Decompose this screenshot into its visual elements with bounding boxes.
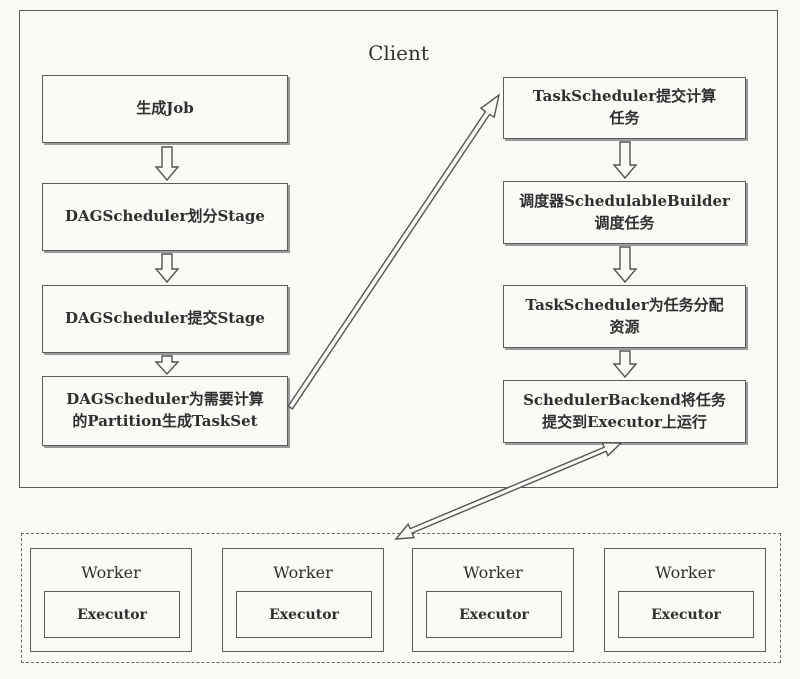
client-frame: Client <box>19 10 778 488</box>
down-arrow <box>612 350 638 379</box>
executor-box: Executor <box>426 591 562 638</box>
executor-box: Executor <box>236 591 372 638</box>
step-generate-taskset: DAGScheduler为需要计算 的Partition生成TaskSet <box>42 376 288 446</box>
step-generate-job: 生成Job <box>42 75 288 143</box>
step-allocate-resources-label: TaskScheduler为任务分配 资源 <box>525 295 724 336</box>
worker-box: Worker Executor <box>222 548 384 652</box>
step-schedule-tasks: 调度器SchedulableBuilder 调度任务 <box>503 181 746 244</box>
step-submit-stage: DAGScheduler提交Stage <box>42 285 288 353</box>
worker-label: Worker <box>273 563 333 582</box>
down-arrow <box>154 355 180 376</box>
down-arrow <box>612 246 638 284</box>
step-allocate-resources: TaskScheduler为任务分配 资源 <box>503 285 746 348</box>
executor-label: Executor <box>651 606 721 623</box>
worker-label: Worker <box>463 563 523 582</box>
step-submit-tasks-label: TaskScheduler提交计算 任务 <box>532 87 717 127</box>
step-submit-tasks: TaskScheduler提交计算 任务 <box>503 77 746 139</box>
step-submit-stage-label: DAGScheduler提交Stage <box>65 309 265 328</box>
step-divide-stage-label: DAGScheduler划分Stage <box>65 207 265 226</box>
executor-label: Executor <box>269 606 339 623</box>
down-arrow <box>154 253 180 284</box>
step-divide-stage: DAGScheduler划分Stage <box>42 183 288 251</box>
executor-label: Executor <box>459 606 529 623</box>
backend-worker-arrow <box>394 442 623 540</box>
down-arrow <box>612 141 638 180</box>
worker-box: Worker Executor <box>604 548 766 652</box>
client-title: Client <box>368 41 429 65</box>
worker-box: Worker Executor <box>30 548 192 652</box>
executor-box: Executor <box>618 591 754 638</box>
step-schedule-tasks-label: 调度器SchedulableBuilder 调度任务 <box>519 191 730 232</box>
executor-label: Executor <box>77 606 147 623</box>
worker-label: Worker <box>81 563 141 582</box>
step-run-on-executor: SchedulerBackend将任务 提交到Executor上运行 <box>503 380 746 443</box>
executor-box: Executor <box>44 591 180 638</box>
step-generate-taskset-label: DAGScheduler为需要计算 的Partition生成TaskSet <box>66 390 264 430</box>
submit-taskset-arrow <box>287 93 501 410</box>
worker-label: Worker <box>655 563 715 582</box>
down-arrow <box>154 146 180 182</box>
worker-box: Worker Executor <box>412 548 574 652</box>
step-generate-job-label: 生成Job <box>136 99 194 118</box>
step-run-on-executor-label: SchedulerBackend将任务 提交到Executor上运行 <box>523 390 726 431</box>
